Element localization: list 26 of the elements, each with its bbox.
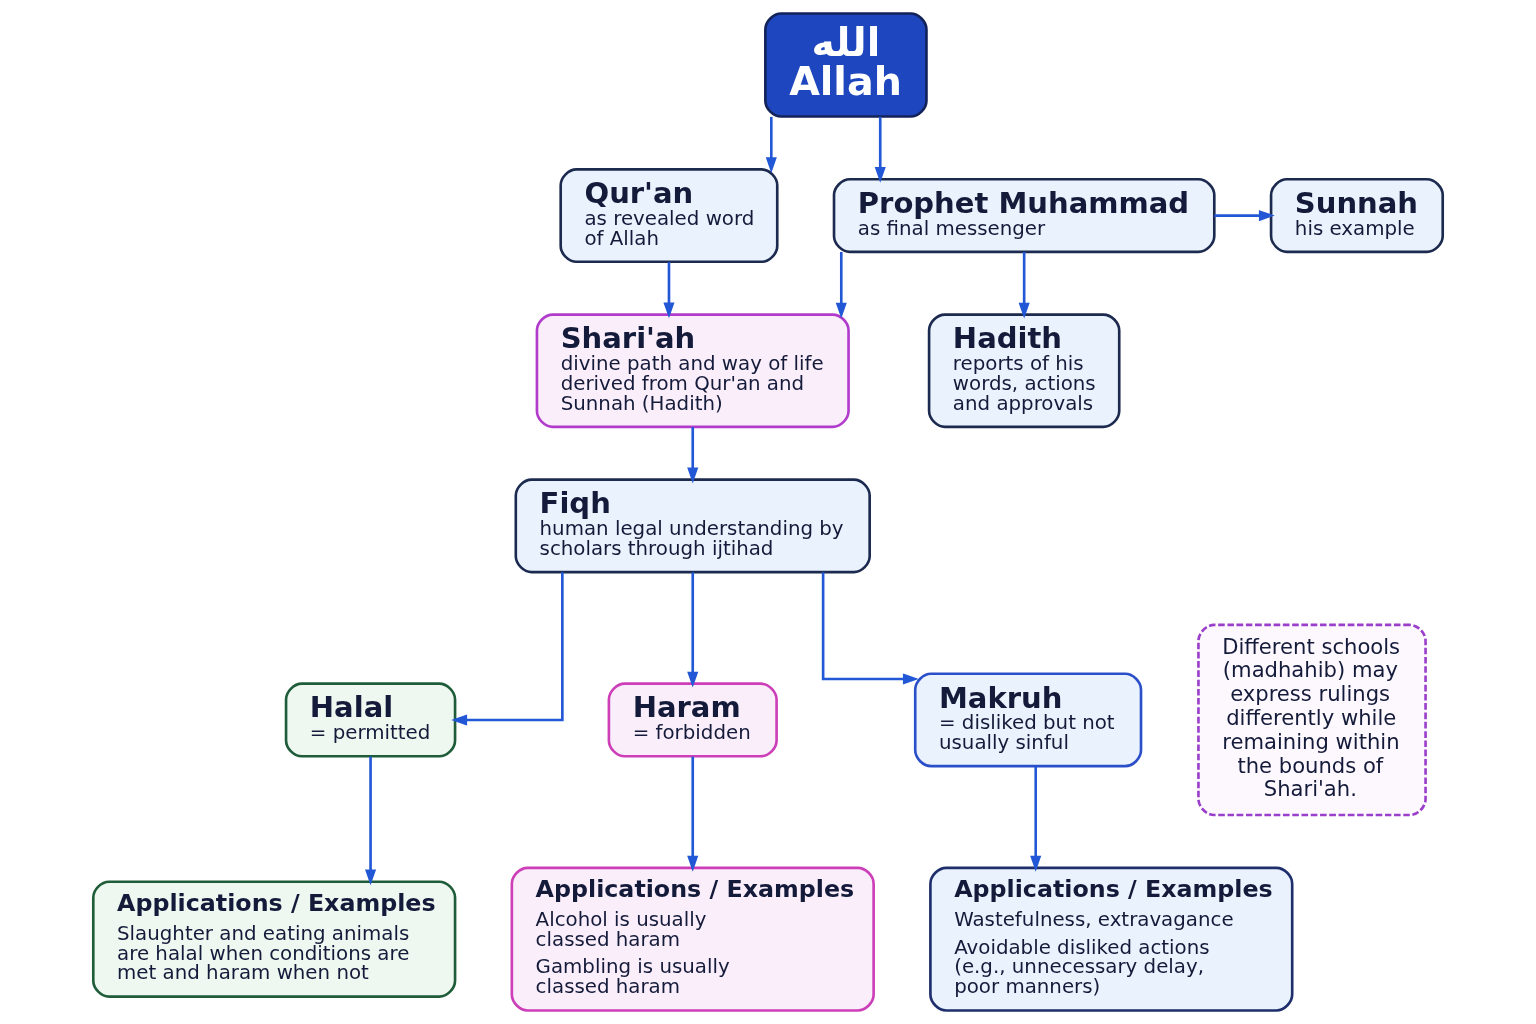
node-box: Applications / Examples Wastefulness, extravagance Avoidable disliked actions (e.g., unnecessary delay, poor manners) bbox=[929, 866, 1294, 1012]
arrow bbox=[1018, 251, 1030, 319]
arrow bbox=[874, 116, 886, 183]
arrow bbox=[1030, 766, 1042, 872]
arrow bbox=[1214, 210, 1275, 222]
node-box: Sunnah his example bbox=[1269, 177, 1445, 254]
arrow bbox=[821, 572, 919, 685]
node-box: Haram = forbidden bbox=[607, 682, 778, 758]
node-box: Hadith reports of his words, actions and approvals bbox=[927, 313, 1121, 429]
node-box: Qur'an as revealed word of Allah bbox=[559, 168, 779, 264]
node-box: Applications / Examples Alcohol is usually classed haram Gambling is usually classed haram bbox=[510, 866, 875, 1012]
node-box: Shari'ah divine path and way of life derived from Qur'an and Sunnah (Hadith) bbox=[535, 313, 850, 429]
arrow bbox=[835, 251, 847, 319]
arrow bbox=[365, 756, 377, 886]
node-box: Prophet Muhammad as final messenger bbox=[832, 177, 1216, 254]
arrow bbox=[663, 262, 675, 319]
arrow bbox=[687, 756, 699, 872]
arrow bbox=[687, 572, 699, 688]
node-box: Makruh = disliked but not usually sinful bbox=[913, 672, 1143, 768]
node-box: Fiqh human legal understanding by scholars through ijtihad bbox=[514, 478, 871, 574]
arrow bbox=[765, 116, 777, 174]
node-box: Applications / Examples Slaughter and eating animals are halal when conditions are met and haram when not bbox=[91, 880, 457, 998]
node-box: Different schools (madhahib) may express rulings differently while remaining within the bounds of Shari'ah. bbox=[1197, 623, 1427, 817]
node-box: Halal = permitted bbox=[284, 682, 457, 758]
arrow bbox=[451, 572, 564, 726]
arrow bbox=[687, 427, 699, 484]
